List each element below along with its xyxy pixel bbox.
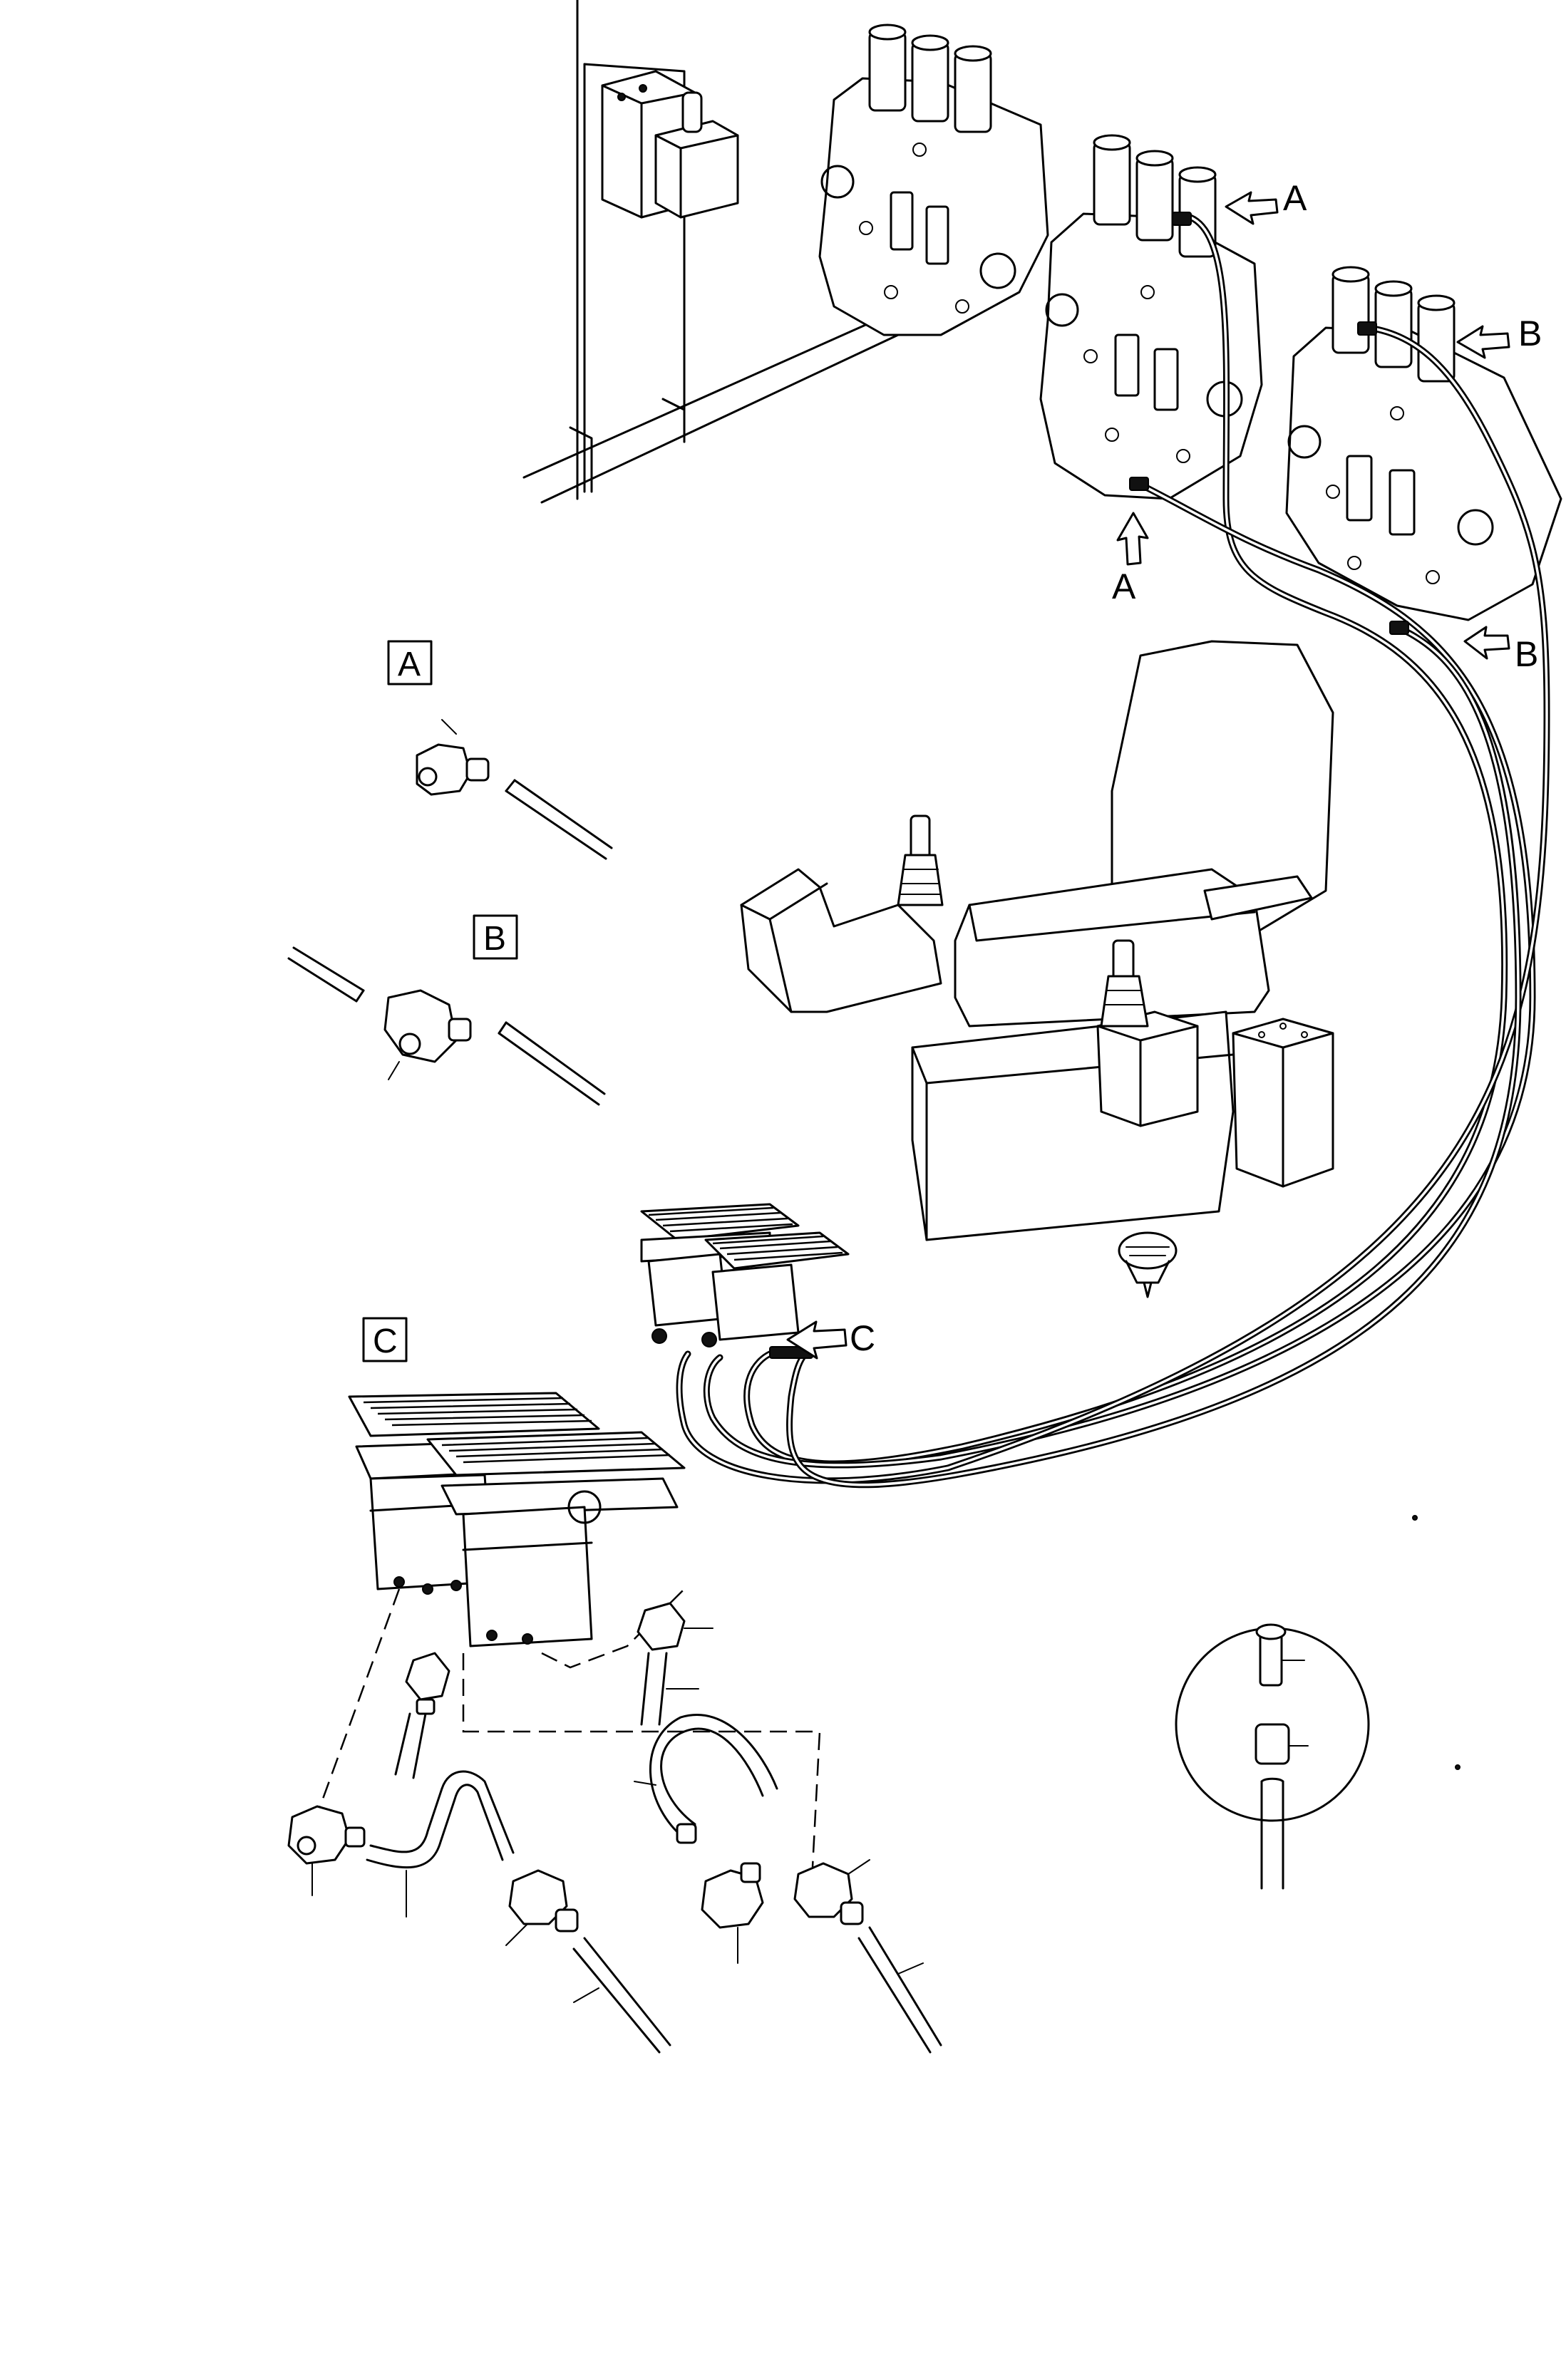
callout-label-a-top: A xyxy=(1283,178,1307,218)
detail-c-box xyxy=(362,1317,408,1362)
detail-c-label: C xyxy=(373,1323,398,1360)
callout-label-b-bottom: B xyxy=(1515,634,1538,674)
side-pedestal xyxy=(1232,1018,1334,1188)
control-valve-2 xyxy=(1039,134,1263,500)
loop-tube-right xyxy=(634,1714,778,1844)
union-fitting-left xyxy=(505,1869,671,2054)
callout-label-c: C xyxy=(850,1318,875,1358)
detail-a-label: A xyxy=(398,646,421,683)
fitting-c2 xyxy=(637,1602,714,1726)
control-valve-1 xyxy=(818,24,1049,336)
fitting-c1 xyxy=(394,1652,450,1779)
callout-label-a-bottom: A xyxy=(1112,566,1136,606)
callout-arrow-b-top: B xyxy=(1456,314,1542,359)
elbow-fitting-right xyxy=(701,1862,764,1964)
detail-b: B xyxy=(287,914,606,1106)
right-armrest-console xyxy=(1096,939,1199,1127)
travel-pedals-installed xyxy=(640,1203,850,1347)
detail-a-box xyxy=(387,640,433,685)
detail-b-label: B xyxy=(483,920,506,958)
control-valve-3 xyxy=(1285,266,1562,621)
callout-arrow-c: C xyxy=(786,1318,875,1360)
restrictor-detail xyxy=(1175,1623,1370,1890)
detail-c: C xyxy=(287,1317,942,2054)
union-fitting-right xyxy=(793,1859,942,2054)
callout-arrow-a-bottom: A xyxy=(1112,512,1149,606)
relay-box xyxy=(601,70,739,219)
callout-arrow-b-bottom: B xyxy=(1463,626,1538,674)
callout-label-b-top: B xyxy=(1518,314,1542,353)
cab-frame xyxy=(522,0,900,504)
left-armrest-console xyxy=(740,814,944,1013)
pedal-right-exploded xyxy=(426,1431,686,1647)
elbow-fitting-left xyxy=(287,1770,515,1918)
detail-a: A xyxy=(387,640,613,860)
callout-arrow-a-top: A xyxy=(1225,178,1307,225)
detail-b-box xyxy=(473,914,518,960)
